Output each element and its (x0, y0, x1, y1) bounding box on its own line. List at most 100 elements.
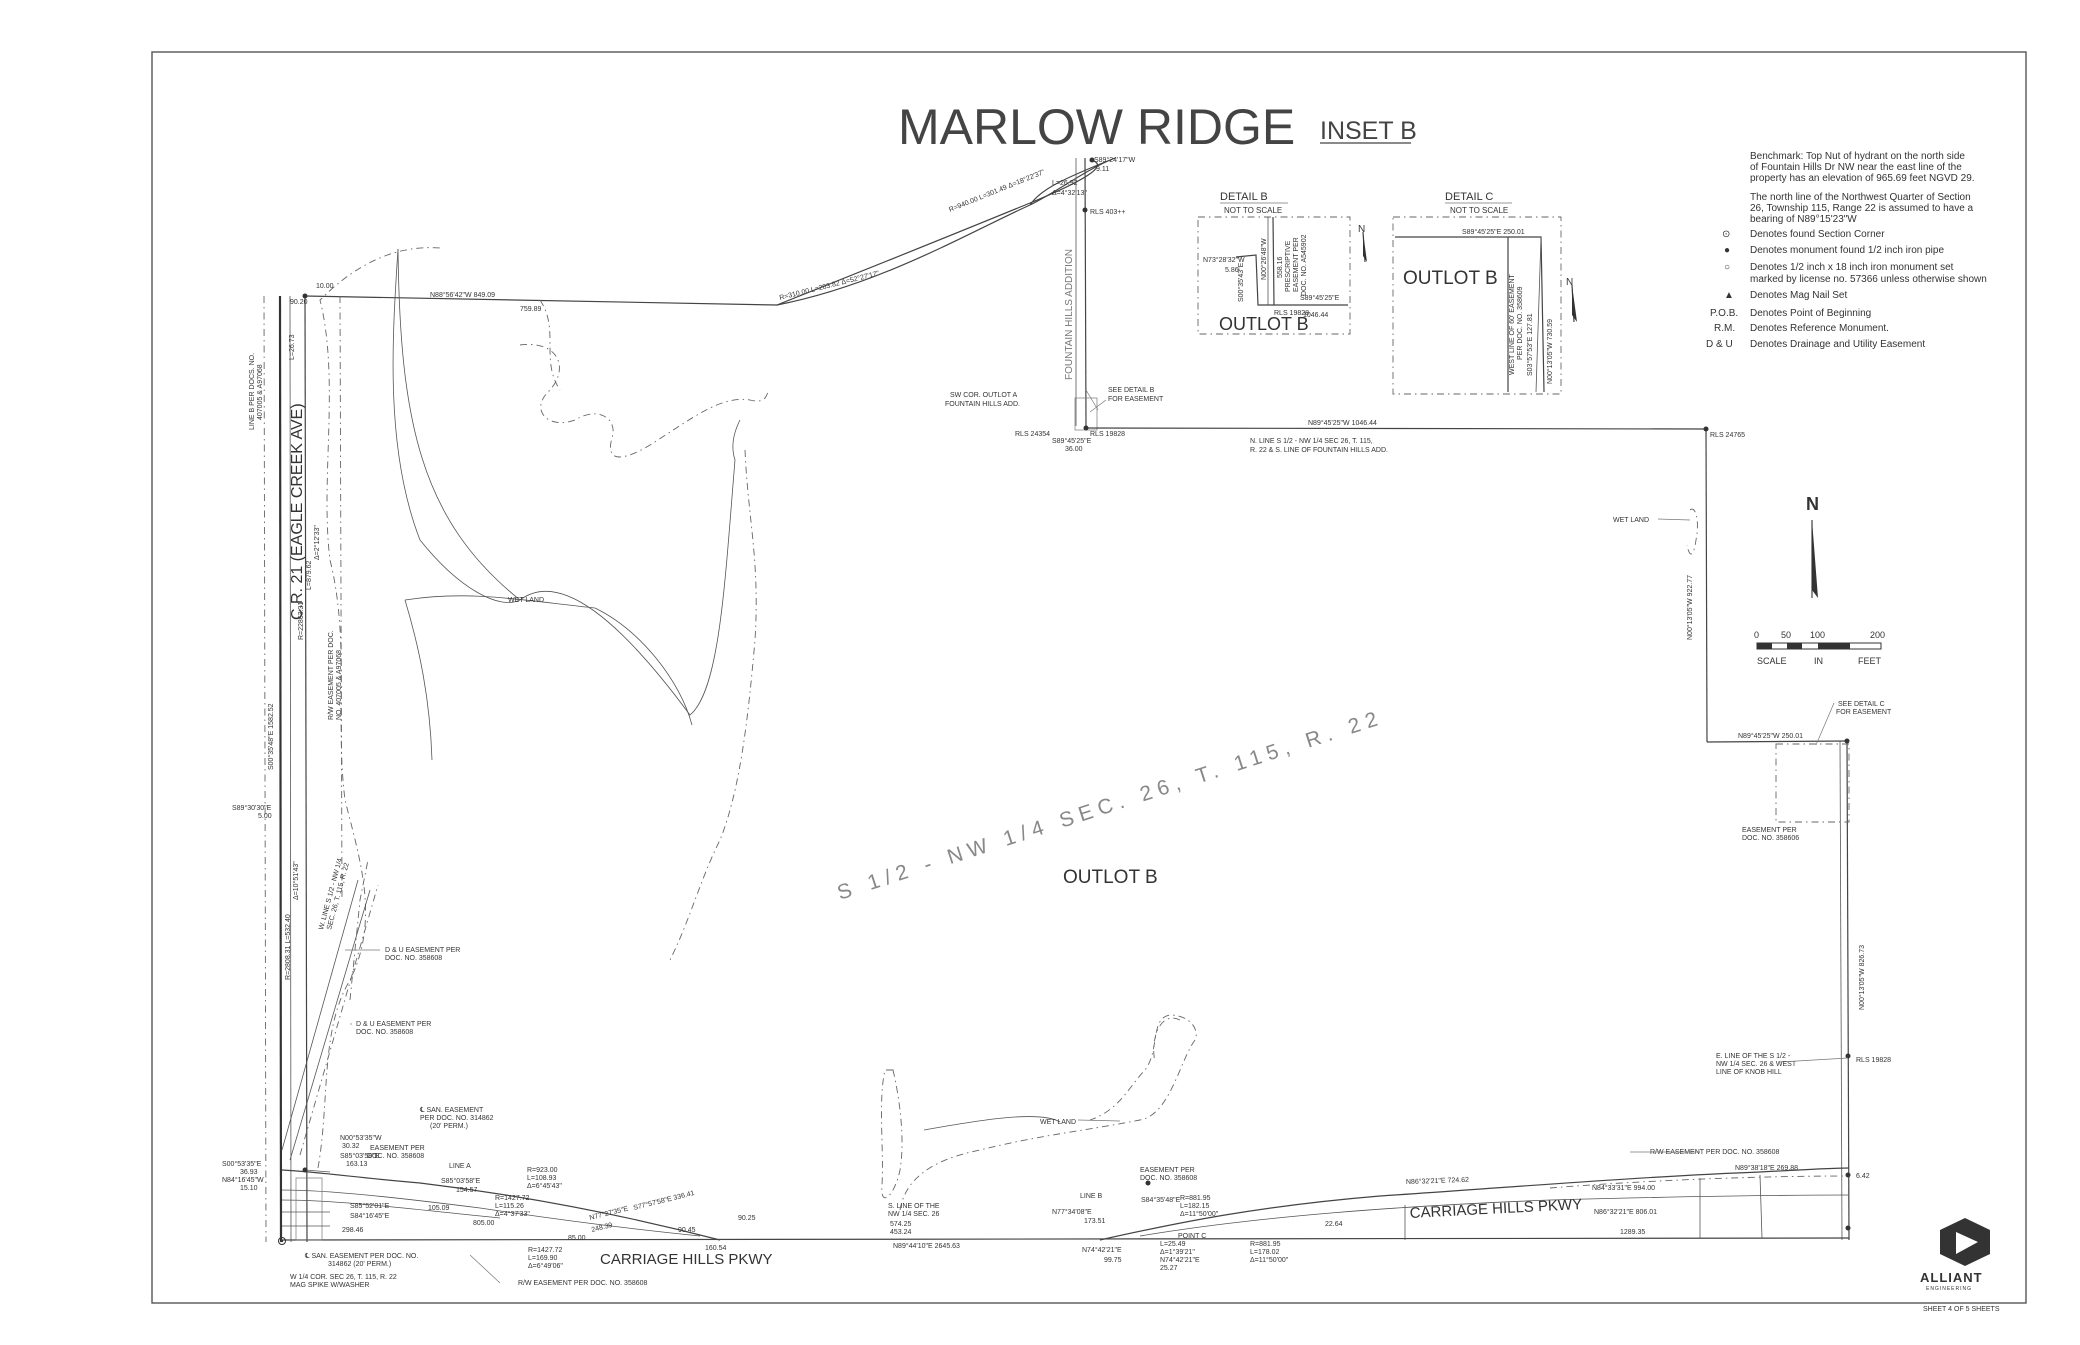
svg-text:NO. 407005 & A97068: NO. 407005 & A97068 (336, 650, 343, 720)
svg-text:PRESCRIPTIVE: PRESCRIPTIVE (1285, 240, 1292, 292)
svg-text:DOC. NO. 358608: DOC. NO. 358608 (367, 1153, 424, 1160)
mag-nail-symbol-icon: ▲ (1724, 290, 1734, 301)
svg-text:N77°34'08"E: N77°34'08"E (1052, 1208, 1092, 1216)
svg-text:90.20: 90.20 (290, 299, 308, 306)
wetland-lines (392, 248, 1061, 1131)
detail-c: DETAIL C NOT TO SCALE OUTLOT B S89°45'25… (1392, 191, 1577, 395)
fountain-hills-label: FOUNTAIN HILLS ADDITION (1064, 249, 1075, 380)
svg-text:S03°57'53"E 127.81: S03°57'53"E 127.81 (1526, 313, 1534, 376)
svg-text:NOT TO SCALE: NOT TO SCALE (1224, 206, 1282, 215)
svg-text:S00°35'48"E 1582.52: S00°35'48"E 1582.52 (267, 703, 275, 770)
svg-text:RLS 19828: RLS 19828 (1274, 310, 1309, 317)
svg-text:N77°27'35"E: N77°27'35"E (589, 1204, 630, 1221)
svg-text:N88°56'42"W 849.09: N88°56'42"W 849.09 (430, 291, 495, 299)
svg-text:EASEMENT PER: EASEMENT PER (1742, 827, 1797, 834)
svg-text:R=2808.31 L=532.40: R=2808.31 L=532.40 (285, 914, 292, 980)
svg-text:N84°16'45"W: N84°16'45"W (222, 1176, 264, 1184)
svg-text:RLS 19828: RLS 19828 (1090, 431, 1125, 438)
svg-text:R=923.00: R=923.00 (527, 1167, 558, 1174)
svg-text:N: N (1806, 494, 1819, 514)
svg-text:90.25: 90.25 (738, 1215, 756, 1222)
carriage-hills-road-label-east: CARRIAGE HILLS PKWY (1409, 1196, 1582, 1222)
svg-text:N74°42'21"E: N74°42'21"E (1160, 1256, 1200, 1264)
svg-text:P.O.B.: P.O.B. (1710, 308, 1738, 319)
svg-text:W 1/4 COR. SEC 26, T. 115, R.: W 1/4 COR. SEC 26, T. 115, R. 22 (290, 1274, 397, 1281)
svg-text:S89°45'25"E: S89°45'25"E (1300, 294, 1340, 302)
svg-text:ENGINEERING: ENGINEERING (1926, 1286, 1972, 1292)
svg-text:NOT TO SCALE: NOT TO SCALE (1450, 206, 1508, 215)
svg-text:N73°28'32"W: N73°28'32"W (1203, 256, 1245, 264)
svg-text:L=169.90: L=169.90 (528, 1255, 557, 1262)
svg-text:N00°13'05"W 730.59: N00°13'05"W 730.59 (1546, 319, 1554, 384)
svg-text:36.00: 36.00 (1065, 446, 1083, 453)
svg-text:R=1427.72: R=1427.72 (528, 1247, 563, 1254)
svg-text:S84°16'45"E: S84°16'45"E (350, 1212, 390, 1220)
svg-text:E. LINE OF THE S 1/2 -: E. LINE OF THE S 1/2 - (1716, 1053, 1791, 1060)
svg-text:759.89: 759.89 (520, 306, 542, 313)
svg-text:Denotes monument found 1/2 inc: Denotes monument found 1/2 inch iron pip… (1750, 245, 1944, 256)
svg-text:Δ=6°49'06": Δ=6°49'06" (528, 1262, 563, 1270)
svg-text:S85°52'01"E: S85°52'01"E (350, 1202, 390, 1210)
benchmark-note: Benchmark: Top Nut of hydrant on the nor… (1750, 151, 1975, 184)
svg-text:5.00: 5.00 (258, 813, 272, 820)
svg-text:453.24: 453.24 (890, 1229, 912, 1236)
svg-text:DOC. NO. 358608: DOC. NO. 358608 (385, 955, 442, 962)
boundary-lines (263, 157, 1850, 1243)
svg-text:SW COR. OUTLOT A: SW COR. OUTLOT A (950, 392, 1017, 399)
svg-text:160.54: 160.54 (705, 1245, 727, 1252)
dimension-labels: S89°24'17"W 9.11 L=26.92 Δ=4°32'13" RLS … (222, 156, 1892, 1289)
svg-text:Δ=11°50'00": Δ=11°50'00" (1250, 1256, 1289, 1264)
svg-text:S. LINE OF THE: S. LINE OF THE (888, 1203, 940, 1210)
svg-text:EASEMENT PER: EASEMENT PER (1293, 237, 1300, 292)
svg-text:R=940.00 L=301.49 Δ=18°22'37: R=940.00 L=301.49 Δ=18°22'37" (948, 168, 1047, 214)
svg-text:558.16: 558.16 (1277, 256, 1284, 278)
svg-text:℄ SAN. EASEMENT PER DOC. NO.: ℄ SAN. EASEMENT PER DOC. NO. (305, 1252, 418, 1260)
svg-text:LINE OF KNOB HILL: LINE OF KNOB HILL (1716, 1069, 1782, 1076)
svg-text:26, Township 115, Range 22 is: 26, Township 115, Range 22 is assumed to… (1750, 203, 1974, 214)
svg-text:SEE DETAIL C: SEE DETAIL C (1838, 701, 1885, 708)
svg-text:574.25: 574.25 (890, 1221, 912, 1228)
svg-text:S89°45'25"E 250.01: S89°45'25"E 250.01 (1462, 228, 1525, 236)
svg-text:R/W EASEMENT PER DOC.: R/W EASEMENT PER DOC. (328, 630, 335, 720)
svg-text:SEE DETAIL B: SEE DETAIL B (1108, 387, 1155, 394)
svg-text:1046.44: 1046.44 (1303, 312, 1328, 319)
svg-text:Benchmark: Top Nut of hydrant: Benchmark: Top Nut of hydrant on the nor… (1750, 151, 1965, 162)
svg-text:Δ=6°45'43": Δ=6°45'43" (527, 1182, 562, 1190)
svg-text:R=881.95: R=881.95 (1180, 1195, 1211, 1202)
svg-text:S00°53'35"E: S00°53'35"E (222, 1160, 262, 1168)
svg-text:N: N (1566, 277, 1573, 288)
sheet-border (151, 51, 2027, 1304)
svg-text:Δ=10°51'43": Δ=10°51'43" (292, 861, 300, 900)
svg-text:154.57: 154.57 (456, 1187, 478, 1194)
svg-text:D & U EASEMENT PER: D & U EASEMENT PER (356, 1021, 431, 1028)
svg-text:DOC. NO. 358608: DOC. NO. 358608 (1140, 1175, 1197, 1182)
svg-text:FOR EASEMENT: FOR EASEMENT (1108, 396, 1164, 403)
svg-text:(20' PERM.): (20' PERM.) (430, 1123, 468, 1130)
svg-text:30.32: 30.32 (342, 1143, 360, 1150)
svg-text:N00°13'05"W 922.77: N00°13'05"W 922.77 (1686, 575, 1694, 640)
svg-text:DETAIL C: DETAIL C (1445, 191, 1493, 203)
svg-text:OUTLOT B: OUTLOT B (1219, 314, 1309, 334)
svg-text:N: N (1358, 224, 1365, 235)
svg-text:R/W EASEMENT PER DOC. NO. 3586: R/W EASEMENT PER DOC. NO. 358608 (518, 1280, 648, 1287)
svg-text:Denotes Point of Beginning: Denotes Point of Beginning (1750, 308, 1871, 319)
svg-text:DOC. NO. 358608: DOC. NO. 358608 (356, 1029, 413, 1036)
detail-b-north-arrow-icon: N (1358, 224, 1367, 263)
svg-text:S89°45'25"E: S89°45'25"E (1052, 437, 1092, 445)
svg-text:NW 1/4 SEC. 26: NW 1/4 SEC. 26 (888, 1211, 939, 1218)
svg-text:314862 (20' PERM.): 314862 (20' PERM.) (328, 1261, 391, 1268)
svg-text:Denotes Drainage and Utility E: Denotes Drainage and Utility Easement (1750, 339, 1925, 350)
svg-text:25.27: 25.27 (1160, 1265, 1178, 1272)
svg-text:163.13: 163.13 (346, 1161, 368, 1168)
svg-text:LINE B: LINE B (1080, 1193, 1103, 1200)
monuments (278, 157, 1851, 1245)
cr21-road-label: C.R. 21 (EAGLE CREEK AVE) (289, 403, 306, 620)
svg-text:L=178.02: L=178.02 (1250, 1249, 1279, 1256)
svg-text:9.11: 9.11 (1096, 166, 1109, 173)
svg-text:99.75: 99.75 (1104, 1257, 1122, 1264)
sheet-number: SHEET 4 OF 5 SHEETS (1923, 1306, 2000, 1313)
scale-bar: 0 50 100 200 SCALE IN FEET (1754, 630, 1885, 666)
alliant-logo-icon (1940, 1218, 1990, 1266)
svg-text:22.64: 22.64 (1325, 1221, 1343, 1228)
svg-text:S77°57'58"E 336.41: S77°57'58"E 336.41 (633, 1189, 696, 1212)
